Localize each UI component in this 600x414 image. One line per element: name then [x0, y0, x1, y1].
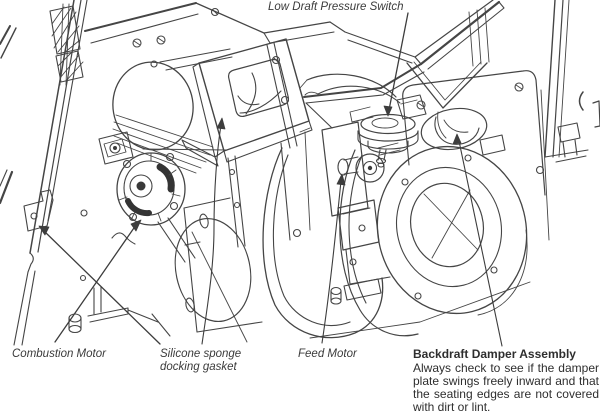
leader-silicone-gasket-left [38, 225, 161, 345]
leader-silicone-gasket [201, 117, 226, 345]
backdraft-damper-note: Backdraft Damper Assembly Always check t… [413, 348, 599, 414]
label-feed-motor: Feed Motor [298, 348, 357, 360]
feed-blower-scroll-drawing [262, 127, 531, 339]
blower-backing-panel-drawing [402, 70, 550, 241]
pressure-switch-drawing [299, 73, 427, 168]
backdraft-damper-note-title: Backdraft Damper Assembly [413, 347, 576, 361]
label-silicone-gasket: Silicone sponge docking gasket [160, 348, 241, 373]
leader-combustion-motor [54, 219, 142, 343]
combustion-motor-drawing [98, 131, 201, 263]
backdraft-damper-assembly-drawing [376, 107, 528, 316]
label-combustion-motor: Combustion Motor [12, 348, 106, 360]
label-low-draft-pressure-switch: Low Draft Pressure Switch [268, 1, 404, 13]
leader-feed-motor [321, 173, 346, 344]
feed-motor-drawing [321, 121, 401, 305]
leader-backdraft-damper [452, 133, 503, 347]
backdraft-damper-note-body: Always check to see if the damper plate … [413, 361, 599, 414]
leader-low-draft-pressure-switch [383, 12, 409, 117]
label-silicone-gasket-line1: Silicone sponge [160, 348, 242, 360]
exhaust-duct-drawing [181, 38, 313, 167]
stove-door-frame-drawing [0, 0, 171, 346]
door-hinge-drawing [49, 3, 166, 86]
hopper-drawing [303, 0, 505, 129]
blower-housing-barrel-drawing [112, 48, 233, 174]
callout-leader-lines [38, 12, 503, 347]
top-panel-drawing [84, 2, 416, 149]
right-frame-rail-drawing [544, 0, 600, 163]
label-silicone-gasket-line2: docking gasket [160, 360, 237, 373]
gasket-mounting-plate-drawing [174, 142, 291, 343]
